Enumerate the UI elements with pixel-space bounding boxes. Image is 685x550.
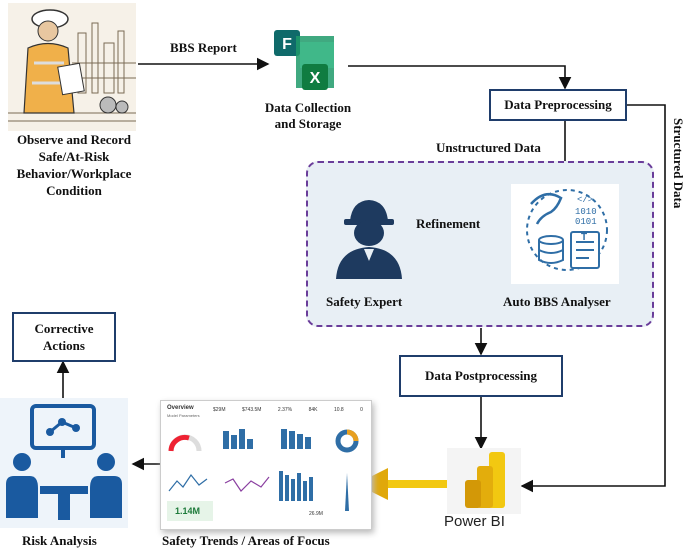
kpi-4: 84K [308,407,318,413]
worker-caption-line-2: Safe/At-Risk [38,149,110,164]
svg-text:T: T [581,232,587,243]
structured-data-label: Structured Data [671,118,685,209]
risk-analysis-label: Risk Analysis [22,533,97,548]
worker-caption-line-3: Behavior/Workplace [16,166,132,181]
worker-illustration [8,3,136,131]
worker-sketch-icon [8,3,136,131]
auto-bbs-label: Auto BBS Analyser [503,294,611,309]
arrow-to-preprocessing [348,65,572,90]
svg-text:F: F [282,36,292,53]
dashboard-big-number: 1.14M [175,506,201,516]
corrective-actions-box: Corrective Actions [12,312,116,362]
ai-analysis-icon: 1010 0101 </> T [511,184,619,284]
kpi-1: $29M [213,407,226,413]
dashboard-charts [167,429,359,521]
bbs-report-label: BBS Report [170,40,237,55]
worker-caption: Observe and Record Safe/At-Risk Behavior… [0,131,148,199]
dashboard-thumbnail: Overview Model Parameters $29M $743.5M 2… [160,400,372,530]
svg-text:1010: 1010 [575,207,597,217]
dashboard-small-number: 26.9M [309,511,323,517]
refinement-label: Refinement [416,216,481,231]
dashboard-subtitle: Model Parameters [167,413,200,418]
svg-text:X: X [310,70,321,87]
corrective-actions-line-2: Actions [43,338,85,353]
data-preprocessing-box: Data Preprocessing [489,89,627,121]
data-postprocessing-box: Data Postprocessing [399,355,563,397]
data-collection-label: Data Collection and Storage [248,100,368,132]
power-bi-label: Power BI [444,513,505,530]
data-preprocessing-label: Data Preprocessing [504,97,612,112]
data-postprocessing-label: Data Postprocessing [424,368,538,383]
safety-expert-icon [330,195,408,279]
dashboard-title: Overview [167,405,194,411]
data-collection-line-2: and Storage [274,116,342,131]
kpi-3: 2.37% [277,407,293,413]
svg-text:</>: </> [577,195,593,205]
office-files-icon: F X [270,28,348,98]
worker-caption-line-1: Observe and Record [16,132,132,147]
kpi-6: 0 [360,407,363,413]
worker-caption-line-4: Condition [46,183,102,198]
data-collection-line-1: Data Collection [264,100,352,115]
power-bi-icon [447,448,521,514]
risk-meeting-icon [0,398,128,528]
dashboard-kpi-row: $29M $743.5M 2.37% 84K 10.8 0 [213,407,363,413]
corrective-actions-line-1: Corrective [34,321,94,336]
svg-text:0101: 0101 [575,217,597,227]
safety-trends-label: Safety Trends / Areas of Focus [162,533,330,548]
unstructured-data-label: Unstructured Data [436,140,541,155]
kpi-2: $743.5M [241,407,262,413]
arrow-structured [520,104,666,493]
kpi-5: 10.8 [333,407,344,413]
safety-expert-label: Safety Expert [326,294,403,309]
